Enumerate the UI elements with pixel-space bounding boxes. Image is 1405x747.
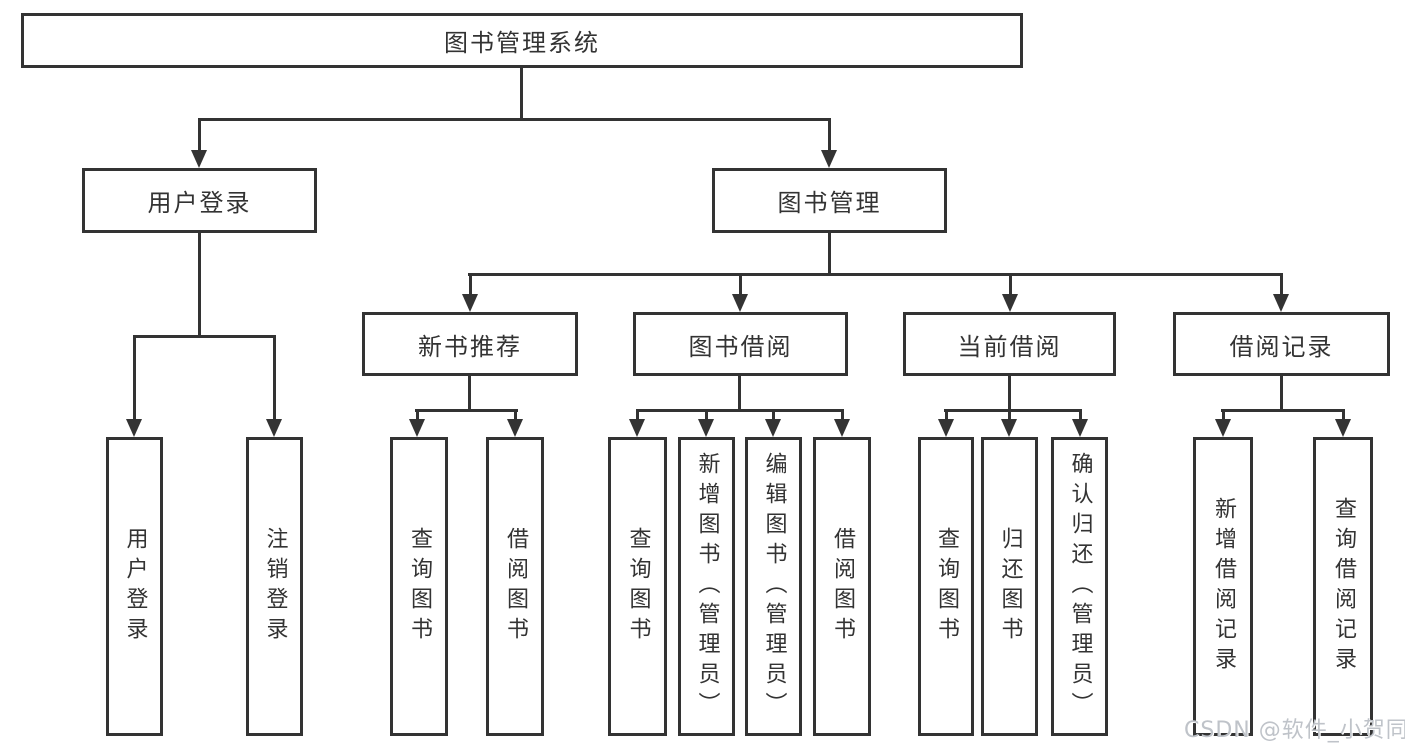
connector-arrow-stem — [1222, 409, 1225, 423]
connector-arrow-stem — [469, 273, 472, 298]
leaf-add-borrow-record: 新增借阅记录 — [1193, 437, 1253, 736]
leaf-borrow-book-recommend: 借阅图书 — [486, 437, 544, 736]
node-book-borrow: 图书借阅 — [633, 312, 848, 376]
arrowhead-icon — [507, 419, 523, 437]
connector-arrow-stem — [1280, 273, 1283, 298]
connector-arrow-stem — [1008, 409, 1011, 423]
connector-hline — [636, 409, 844, 412]
leaf-query-borrow-record: 查询借阅记录 — [1313, 437, 1373, 736]
connector-stem — [520, 68, 523, 118]
connector-stem — [468, 376, 471, 409]
leaf-edit-book-admin: 编辑图书（管理员） — [745, 437, 802, 736]
arrowhead-icon — [629, 419, 645, 437]
connector-hline — [133, 335, 276, 338]
arrowhead-icon — [126, 419, 142, 437]
leaf-query-book-borrow: 查询图书 — [608, 437, 667, 736]
arrowhead-icon — [1215, 419, 1231, 437]
leaf-return-book: 归还图书 — [981, 437, 1038, 736]
arrowhead-icon — [821, 150, 837, 168]
connector-stem — [738, 376, 741, 409]
node-current-borrow: 当前借阅 — [903, 312, 1116, 376]
leaf-query-book-current: 查询图书 — [918, 437, 974, 736]
connector-arrow-stem — [772, 409, 775, 423]
connector-arrow-stem — [514, 409, 517, 423]
arrowhead-icon — [698, 419, 714, 437]
connector-hline — [198, 118, 831, 121]
arrowhead-icon — [1335, 419, 1351, 437]
arrowhead-icon — [1273, 294, 1289, 312]
connector-stem — [1008, 376, 1011, 409]
leaf-logout: 注销登录 — [246, 437, 303, 736]
connector-arrow-stem — [841, 409, 844, 423]
arrowhead-icon — [834, 419, 850, 437]
leaf-query-book-recommend: 查询图书 — [390, 437, 448, 736]
connector-arrow-stem — [705, 409, 708, 423]
arrowhead-icon — [765, 419, 781, 437]
leaf-user-login: 用户登录 — [106, 437, 163, 736]
watermark: CSDN @软件_小贺同学 — [1184, 718, 1405, 743]
node-new-book-recommend: 新书推荐 — [362, 312, 578, 376]
connector-arrow-stem — [739, 273, 742, 298]
connector-arrow-stem — [828, 118, 831, 154]
arrowhead-icon — [191, 150, 207, 168]
connector-arrow-stem — [1342, 409, 1345, 423]
leaf-borrow-book: 借阅图书 — [813, 437, 871, 736]
arrowhead-icon — [409, 419, 425, 437]
arrowhead-icon — [1072, 419, 1088, 437]
connector-arrow-stem — [416, 409, 419, 423]
arrowhead-icon — [938, 419, 954, 437]
connector-arrow-stem — [273, 335, 276, 423]
arrowhead-icon — [1001, 419, 1017, 437]
connector-arrow-stem — [1079, 409, 1082, 423]
node-book-management: 图书管理 — [712, 168, 947, 233]
arrowhead-icon — [462, 294, 478, 312]
connector-arrow-stem — [133, 335, 136, 423]
connector-hline — [1221, 409, 1345, 412]
connector-hline — [415, 409, 518, 412]
connector-stem — [198, 233, 201, 335]
leaf-confirm-return-admin: 确认归还（管理员） — [1051, 437, 1108, 736]
connector-stem — [1280, 375, 1283, 409]
connector-arrow-stem — [636, 409, 639, 423]
node-borrow-record: 借阅记录 — [1173, 312, 1390, 376]
connector-arrow-stem — [945, 409, 948, 423]
connector-stem — [828, 233, 831, 273]
connector-arrow-stem — [198, 118, 201, 154]
connector-hline — [944, 409, 1082, 412]
leaf-add-book-admin: 新增图书（管理员） — [678, 437, 735, 736]
connector-hline — [468, 273, 1283, 276]
arrowhead-icon — [266, 419, 282, 437]
connector-arrow-stem — [1009, 273, 1012, 298]
node-root: 图书管理系统 — [21, 13, 1023, 68]
arrowhead-icon — [1002, 294, 1018, 312]
node-user-login: 用户登录 — [82, 168, 317, 233]
arrowhead-icon — [732, 294, 748, 312]
